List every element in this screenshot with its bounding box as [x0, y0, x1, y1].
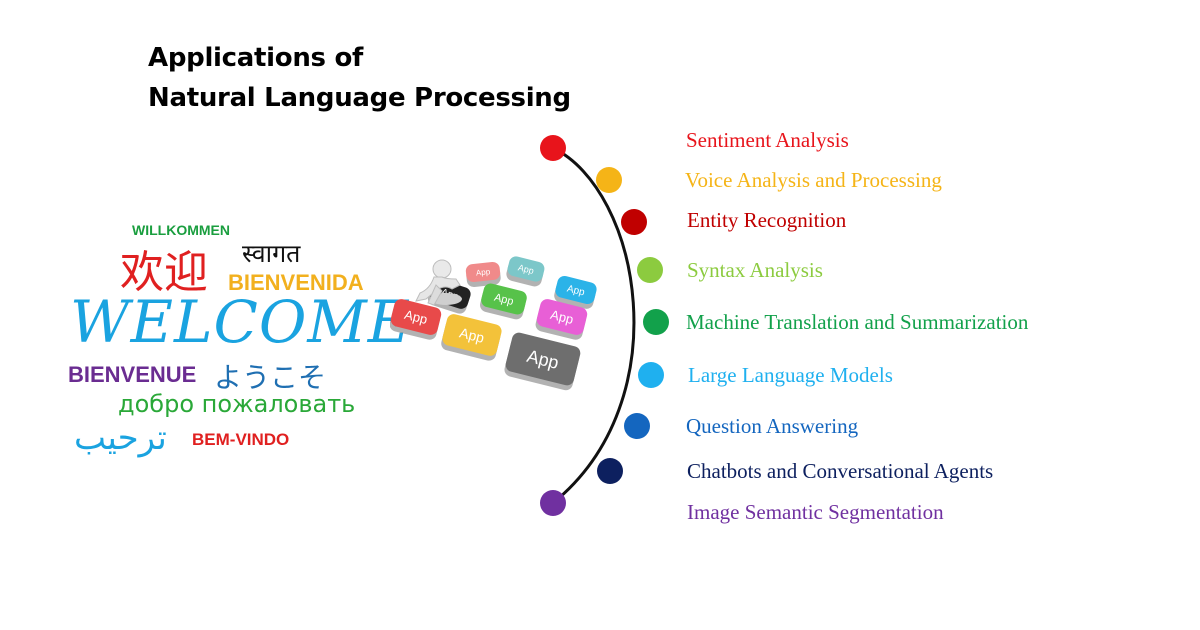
app-key: App [506, 256, 545, 287]
application-label: Image Semantic Segmentation [687, 500, 944, 524]
word-dobro: добро пожаловать [118, 390, 356, 418]
timeline-dot [638, 362, 664, 388]
application-label: Syntax Analysis [687, 258, 823, 282]
app-key: App [465, 261, 501, 288]
app-key: App [480, 283, 527, 320]
application-label: Machine Translation and Summarization [686, 310, 1029, 334]
app-key-label: App [458, 324, 486, 346]
app-key: App [441, 314, 502, 361]
welcome-word-cloud: WILLKOMMEN 欢迎 स्वागत BIENVENIDA WELCOME … [0, 0, 410, 630]
word-bienvenida: BIENVENIDA [228, 270, 364, 295]
timeline-dot [540, 490, 566, 516]
application-label: Question Answering [686, 414, 859, 438]
app-key-label: App [475, 267, 491, 277]
word-huanying: 欢迎 [120, 247, 208, 298]
application-label: Entity Recognition [687, 208, 847, 232]
timeline-dot [540, 135, 566, 161]
application-label: Large Language Models [688, 363, 893, 387]
word-bemvindo: BEM-VINDO [192, 430, 290, 449]
app-keys-illustration: AppAppAppAppAppAppAppAppApp [390, 256, 597, 391]
app-key-label: App [403, 307, 429, 327]
word-willkommen: WILLKOMMEN [132, 222, 230, 238]
application-label: Sentiment Analysis [686, 128, 849, 152]
timeline-dot [621, 209, 647, 235]
app-key-label: App [517, 262, 535, 276]
page-title: Applications of Natural Language Process… [148, 38, 571, 118]
figure-icon [415, 259, 462, 306]
app-key: App [504, 332, 581, 391]
timeline-dot [624, 413, 650, 439]
application-label: Voice Analysis and Processing [685, 168, 942, 192]
timeline-dot [596, 167, 622, 193]
timeline-dot [637, 257, 663, 283]
title-line-2: Natural Language Processing [148, 83, 571, 113]
application-label: Chatbots and Conversational Agents [687, 459, 994, 483]
word-tarhib: ترحيب [74, 418, 167, 458]
word-welcome: WELCOME [70, 288, 412, 356]
timeline-dot [597, 458, 623, 484]
word-youkoso: ようこそ [214, 361, 327, 394]
timeline-dot [643, 309, 669, 335]
title-line-1: Applications of [148, 43, 364, 73]
app-key: App [390, 299, 442, 340]
word-bienvenue: BIENVENUE [68, 362, 197, 387]
app-key-label: App [493, 292, 515, 308]
word-swagat: स्वागत [242, 239, 301, 268]
